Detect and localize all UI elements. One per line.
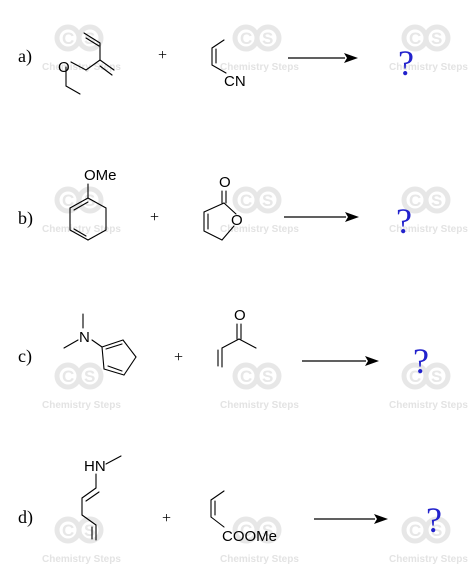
svg-text:Chemistry Steps: Chemistry Steps	[389, 400, 468, 411]
reaction-arrow	[302, 356, 379, 366]
diene-aminocyclopentadiene: N	[63, 313, 137, 376]
problem-a: a) O + CN	[18, 32, 414, 95]
svg-text:S: S	[84, 29, 95, 48]
svg-text:S: S	[84, 521, 95, 540]
ester-group: COOMe	[222, 528, 277, 545]
svg-text:C: C	[62, 29, 74, 48]
watermark: C S Chemistry Steps	[389, 186, 468, 235]
watermark: C S Chemistry Steps	[42, 516, 121, 565]
svg-text:C: C	[409, 29, 421, 48]
question-mark: ?	[413, 341, 429, 381]
diene-1-methoxycyclohexadiene: OMe	[69, 167, 117, 241]
watermark: C S Chemistry Steps	[42, 362, 121, 411]
dienophile-methyl-vinyl-ketone: O	[217, 307, 257, 368]
problem-c: c) N + O	[18, 307, 429, 381]
watermark: C S Chemistry Steps	[220, 24, 299, 73]
plus-sign: +	[158, 47, 167, 64]
reaction-arrow	[284, 212, 359, 222]
svg-text:S: S	[262, 191, 273, 210]
svg-text:C: C	[240, 521, 252, 540]
svg-text:Chemistry Steps: Chemistry Steps	[42, 554, 121, 565]
svg-text:C: C	[409, 521, 421, 540]
svg-text:S: S	[431, 191, 442, 210]
reaction-arrow	[288, 53, 358, 63]
watermark: C S Chemistry Steps	[389, 24, 468, 73]
svg-text:Chemistry Steps: Chemistry Steps	[220, 62, 299, 73]
dienophile-methyl-acrylate: COOMe	[210, 490, 277, 545]
ring-oxygen: O	[231, 212, 243, 229]
nitrogen-atom: N	[79, 329, 90, 346]
question-mark: ?	[426, 500, 442, 540]
svg-text:C: C	[409, 191, 421, 210]
svg-text:Chemistry Steps: Chemistry Steps	[389, 554, 468, 565]
svg-text:C: C	[240, 29, 252, 48]
carbonyl-oxygen: O	[219, 174, 231, 191]
svg-text:S: S	[431, 29, 442, 48]
problem-label: d)	[18, 507, 33, 528]
svg-text:Chemistry Steps: Chemistry Steps	[220, 400, 299, 411]
question-mark: ?	[398, 43, 414, 83]
svg-text:C: C	[62, 191, 74, 210]
svg-text:Chemistry Steps: Chemistry Steps	[42, 224, 121, 235]
watermark-layer: C S Chemistry Steps C S Chemistry Steps …	[42, 24, 468, 565]
svg-text:C: C	[240, 367, 252, 386]
svg-text:Chemistry Steps: Chemistry Steps	[220, 224, 299, 235]
watermark: C S Chemistry Steps	[220, 186, 299, 235]
watermark: C S Chemistry Steps	[42, 186, 121, 235]
svg-text:S: S	[262, 367, 273, 386]
problem-b: b) OMe + O O	[18, 167, 412, 241]
svg-text:C: C	[409, 367, 421, 386]
svg-text:Chemistry Steps: Chemistry Steps	[42, 400, 121, 411]
watermark: C S Chemistry Steps	[389, 516, 468, 565]
svg-text:S: S	[84, 191, 95, 210]
methoxy-group: OMe	[84, 167, 117, 184]
problem-label: c)	[18, 346, 32, 367]
plus-sign: +	[162, 510, 171, 527]
plus-sign: +	[150, 209, 159, 226]
svg-text:C: C	[240, 191, 252, 210]
question-mark: ?	[396, 201, 412, 241]
plus-sign: +	[174, 349, 183, 366]
dienophile-acrylonitrile: CN	[211, 39, 246, 90]
amine-group: HN	[84, 458, 106, 475]
carbonyl-oxygen: O	[234, 307, 246, 324]
svg-text:Chemistry Steps: Chemistry Steps	[389, 62, 468, 73]
svg-text:Chemistry Steps: Chemistry Steps	[389, 224, 468, 235]
problem-label: a)	[18, 46, 32, 67]
dienophile-butenolide: O O	[203, 174, 243, 241]
svg-text:S: S	[262, 29, 273, 48]
oxygen-atom: O	[58, 59, 70, 76]
svg-text:S: S	[84, 367, 95, 386]
watermark: C S Chemistry Steps	[220, 516, 299, 565]
svg-text:C: C	[62, 367, 74, 386]
nitrile-group: CN	[224, 73, 246, 90]
svg-text:S: S	[431, 521, 442, 540]
svg-text:Chemistry Steps: Chemistry Steps	[220, 554, 299, 565]
watermark: C S Chemistry Steps	[389, 362, 468, 411]
reaction-arrow	[314, 514, 388, 524]
watermark: C S Chemistry Steps	[220, 362, 299, 411]
diene-aminobutadiene: HN	[81, 455, 122, 541]
diene-2-methoxybutadiene: O	[58, 32, 115, 95]
problem-d: d) HN + COOMe ?	[18, 455, 442, 545]
svg-text:S: S	[431, 367, 442, 386]
problem-label: b)	[18, 208, 33, 229]
svg-text:S: S	[262, 521, 273, 540]
svg-text:C: C	[62, 521, 74, 540]
